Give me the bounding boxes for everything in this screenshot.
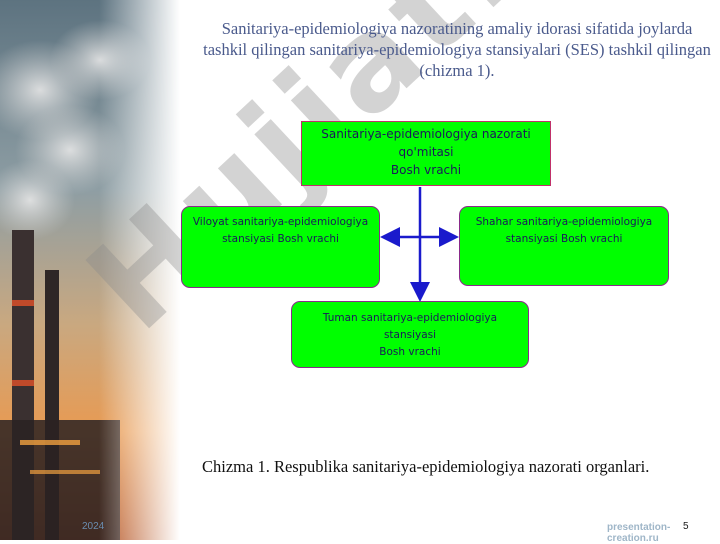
regional-station-label: Viloyat sanitariya-epidemiologiya stansi…: [192, 216, 369, 245]
committee-head-line3: Bosh vrachi: [390, 163, 462, 177]
district-station-line1: Tuman sanitariya-epidemiologiya: [322, 312, 498, 324]
city-station-box: Shahar sanitariya-epidemiologiya stansiy…: [459, 206, 669, 286]
regional-station-box: Viloyat sanitariya-epidemiologiya stansi…: [181, 206, 380, 288]
slide-title: Sanitariya-epidemiologiya nazoratining a…: [203, 19, 711, 80]
diagram-caption: Chizma 1. Respublika sanitariya-epidemio…: [202, 457, 650, 476]
page-number: 5: [683, 521, 689, 532]
district-station-box: Tuman sanitariya-epidemiologiya stansiya…: [291, 301, 529, 368]
committee-head-line1: Sanitariya-epidemiologiya nazorati: [321, 127, 531, 141]
committee-head-box: Sanitariya-epidemiologiya nazorati qo'mi…: [301, 121, 551, 186]
footer-site-link[interactable]: presentation-creation.ru: [607, 522, 671, 544]
district-station-line2: stansiyasi: [383, 329, 437, 341]
district-station-line3: Bosh vrachi: [379, 346, 441, 358]
committee-head-line2: qo'mitasi: [398, 145, 454, 159]
city-station-label: Shahar sanitariya-epidemiologiya stansiy…: [475, 216, 653, 245]
footer-date: 2024: [82, 521, 105, 532]
